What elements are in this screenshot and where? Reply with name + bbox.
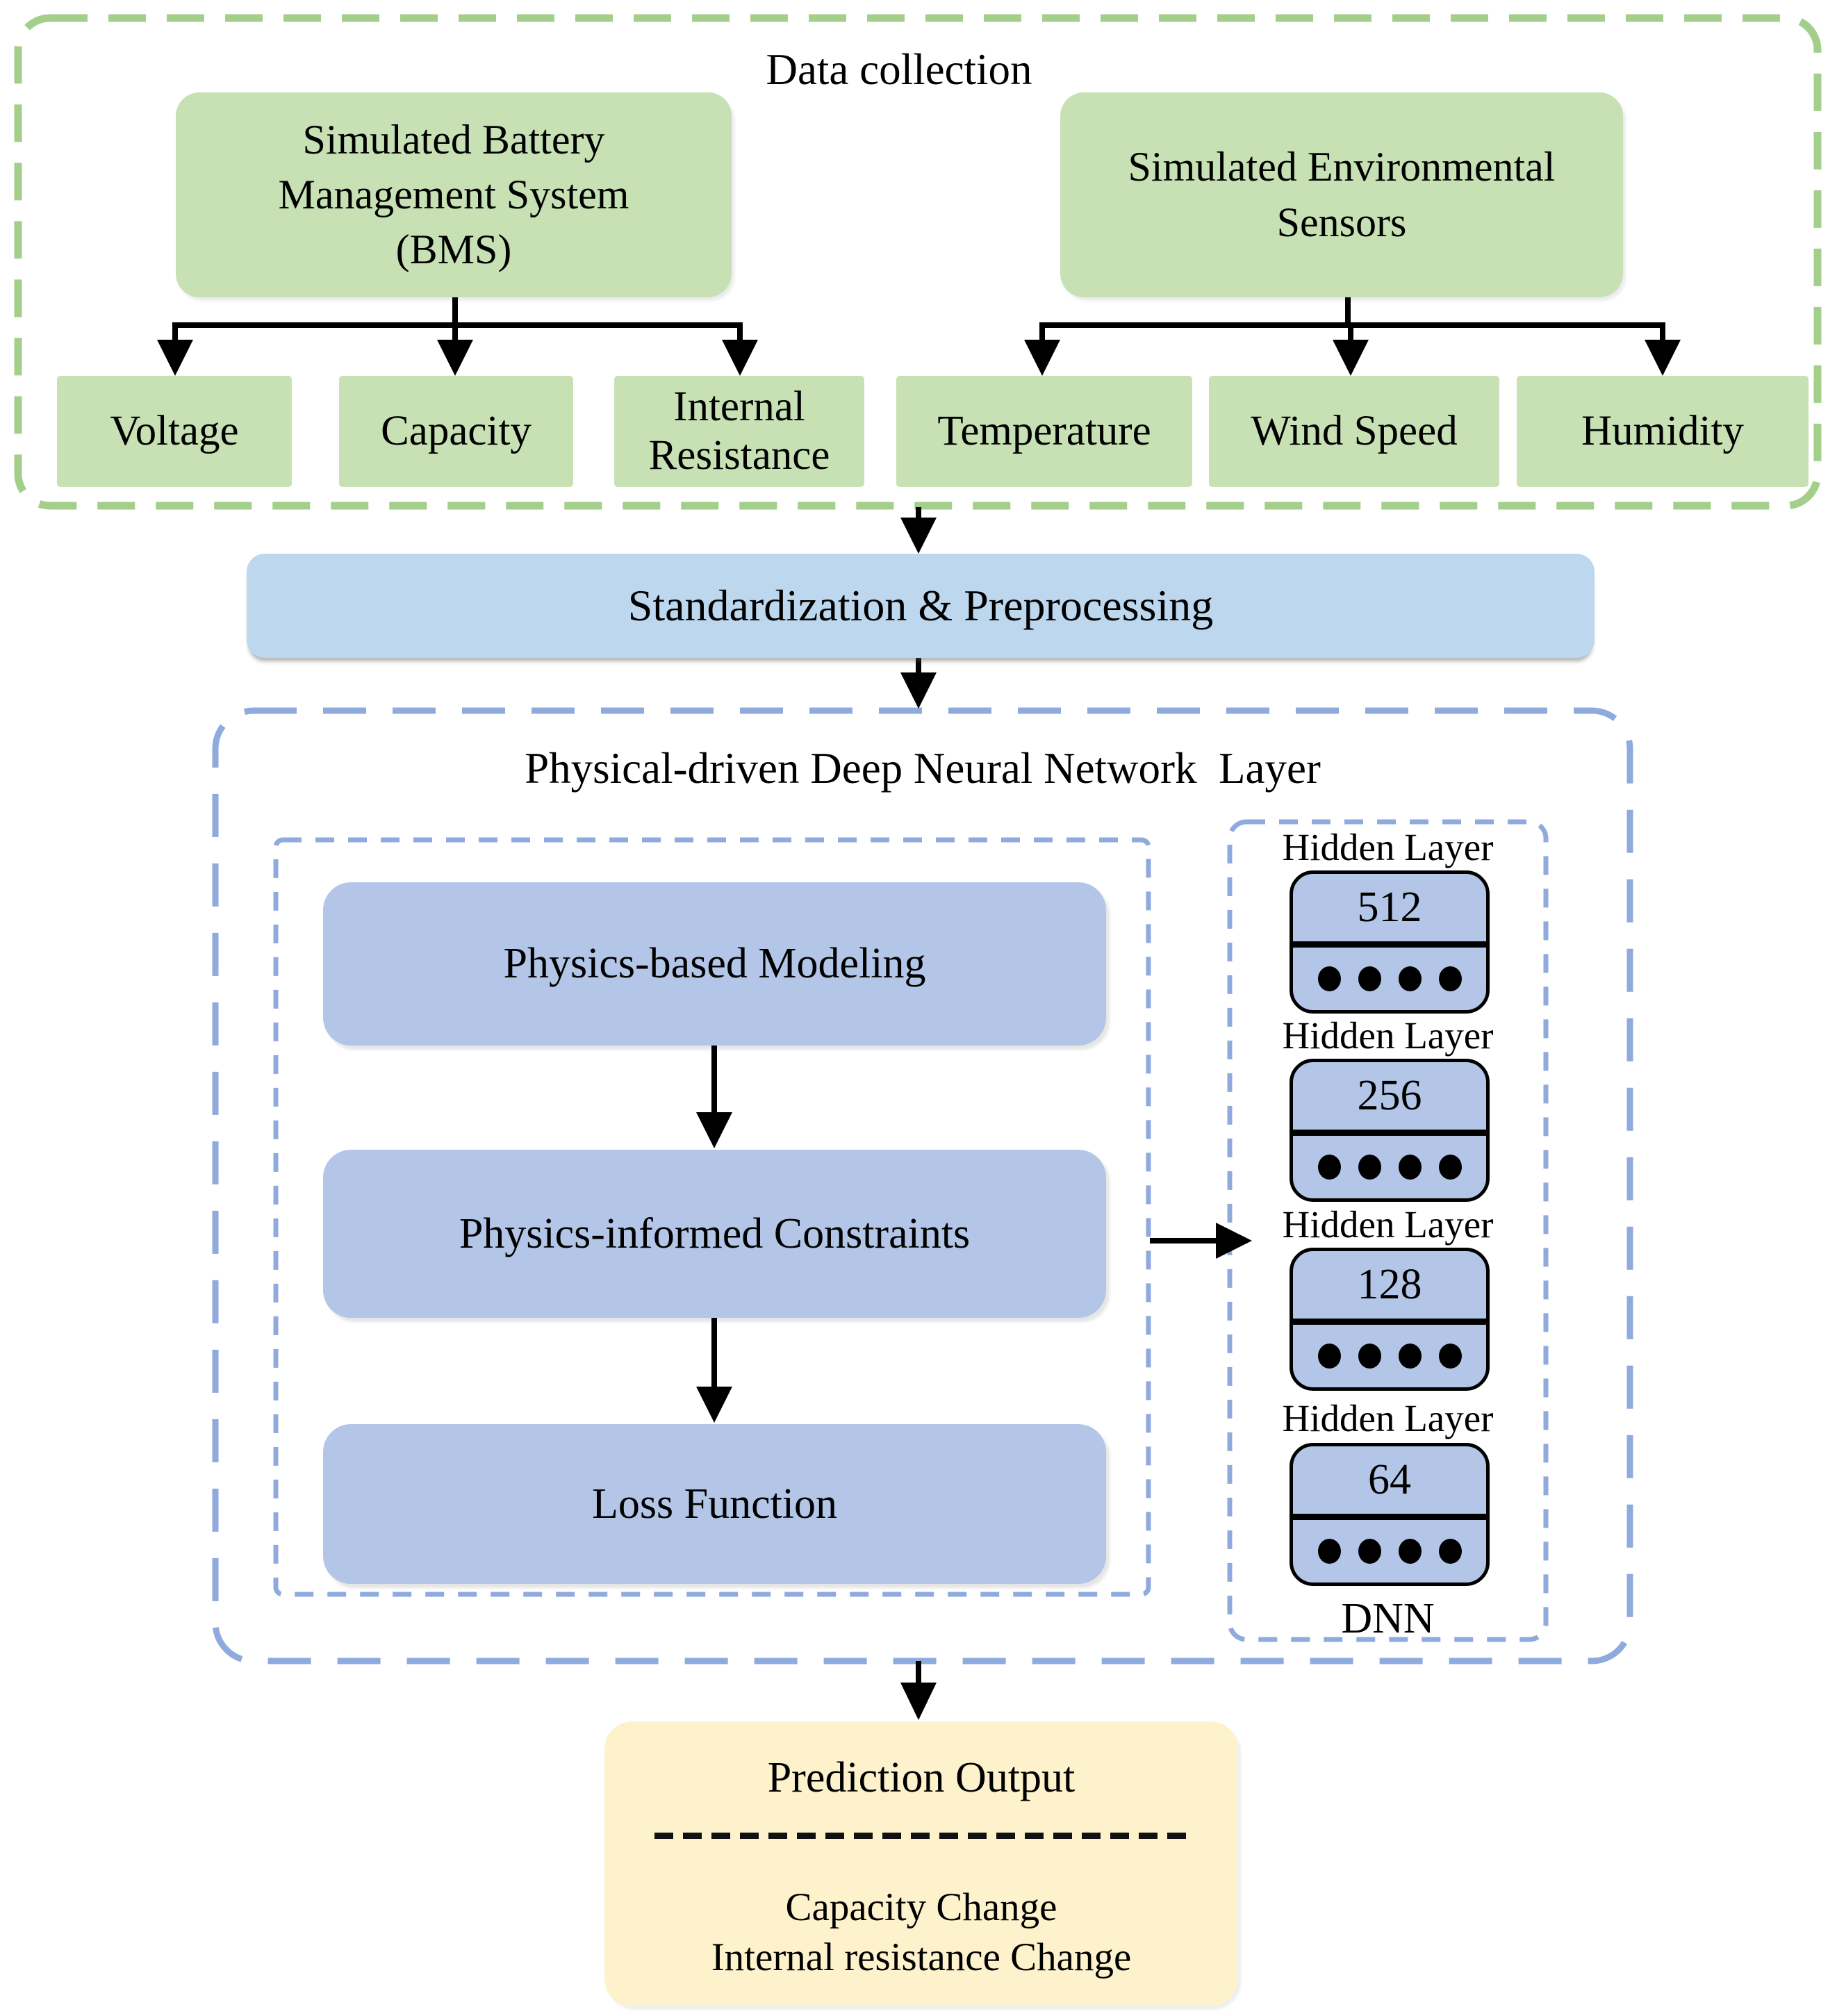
standardization-box: Standardization & Preprocessing [247, 554, 1595, 658]
sensors-branch-arrows [1024, 297, 1681, 376]
hidden-layer-label-4: Hidden Layer [1282, 1397, 1494, 1439]
layer-divider [1293, 941, 1486, 948]
pdnn-dashed-border [212, 707, 1633, 1664]
neuron-dots [1293, 948, 1486, 1010]
dnn-dashed-border [1227, 819, 1549, 1642]
data-collection-title: Data collection [766, 45, 1032, 94]
neuron-dot [1317, 966, 1341, 991]
hidden-layer-box-128: 128 [1290, 1248, 1490, 1391]
loss-function-box: Loss Function [323, 1424, 1106, 1584]
neuron-dot [1358, 1344, 1381, 1369]
flow-arrow-to-preprocessing [900, 507, 937, 554]
dnn-caption: DNN [1341, 1595, 1435, 1642]
flow-arrow-constraints-to-loss [696, 1318, 732, 1423]
hidden-layer-box-64: 64 [1290, 1443, 1490, 1586]
neuron-dot [1438, 1155, 1462, 1180]
hidden-layer-size: 512 [1357, 884, 1422, 931]
pipeline-dashed-border [273, 837, 1151, 1597]
prediction-output-box: Prediction Output Capacity Change Intern… [604, 1721, 1238, 2006]
neuron-dot [1438, 966, 1462, 991]
prediction-output-title: Prediction Output [767, 1754, 1076, 1801]
neuron-dot [1438, 1344, 1462, 1369]
layer-divider [1293, 1319, 1486, 1325]
hidden-layer-size: 128 [1357, 1261, 1422, 1308]
wind-speed-box: Wind Speed [1209, 376, 1499, 487]
environmental-sensors-box: Simulated Environmental Sensors [1060, 92, 1623, 297]
prediction-divider [654, 1833, 1188, 1839]
hidden-layer-box-256: 256 [1290, 1059, 1490, 1202]
pdnn-title: Physical-driven Deep Neural Network Laye… [525, 744, 1321, 793]
flow-arrow-to-pdnn [900, 658, 937, 709]
flow-arrow-modeling-to-constraints [696, 1046, 732, 1148]
prediction-item-internal-resistance: Internal resistance Change [711, 1935, 1132, 1979]
neuron-dot [1398, 966, 1422, 991]
layer-divider [1293, 1514, 1486, 1520]
physics-based-modeling-box: Physics-based Modeling [323, 882, 1106, 1046]
neuron-dot [1317, 1539, 1341, 1564]
neuron-dots [1293, 1520, 1486, 1583]
hidden-layer-size: 64 [1368, 1456, 1411, 1503]
flow-arrow-to-dnn [1150, 1223, 1252, 1259]
prediction-item-capacity: Capacity Change [785, 1885, 1057, 1929]
neuron-dot [1317, 1155, 1341, 1180]
internal-resistance-box: Internal Resistance [614, 376, 864, 487]
hidden-layer-label-3: Hidden Layer [1282, 1203, 1494, 1246]
neuron-dot [1358, 1155, 1381, 1180]
hidden-layer-box-512: 512 [1290, 870, 1490, 1014]
hidden-layer-size: 256 [1357, 1072, 1422, 1119]
physics-informed-constraints-box: Physics-informed Constraints [323, 1150, 1106, 1318]
neuron-dots [1293, 1325, 1486, 1387]
neuron-dot [1358, 1539, 1381, 1564]
neuron-dot [1358, 966, 1381, 991]
hidden-layer-label-1: Hidden Layer [1282, 826, 1494, 868]
bms-box: Simulated Battery Management System (BMS… [176, 92, 732, 297]
humidity-box: Humidity [1517, 376, 1809, 487]
temperature-box: Temperature [896, 376, 1192, 487]
neuron-dot [1438, 1539, 1462, 1564]
voltage-box: Voltage [57, 376, 292, 487]
neuron-dot [1398, 1344, 1422, 1369]
data-collection-dashed-border [14, 14, 1822, 510]
bms-branch-arrows [157, 297, 758, 376]
flow-arrow-to-prediction [900, 1661, 937, 1720]
neuron-dots [1293, 1136, 1486, 1198]
neuron-dot [1398, 1539, 1422, 1564]
capacity-box: Capacity [339, 376, 573, 487]
layer-divider [1293, 1130, 1486, 1136]
hidden-layer-label-2: Hidden Layer [1282, 1014, 1494, 1057]
neuron-dot [1398, 1155, 1422, 1180]
neuron-dot [1317, 1344, 1341, 1369]
